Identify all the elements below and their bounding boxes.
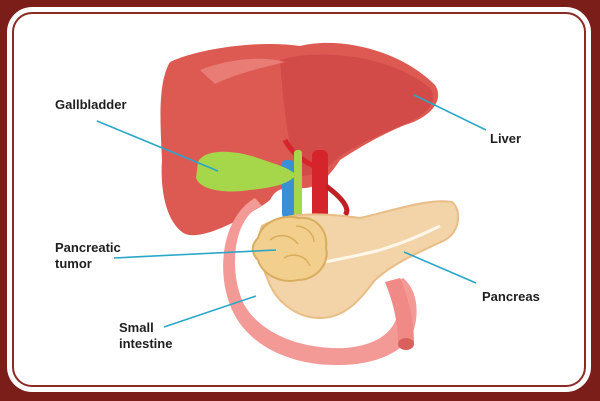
liver-label: Liver: [490, 131, 522, 146]
intestine-opening: [398, 338, 414, 350]
bile-duct: [294, 150, 302, 220]
liver-highlight: [200, 58, 285, 84]
tumor-leader: [113, 249, 277, 259]
gallbladder-label: Gallbladder: [55, 97, 127, 112]
card-border: [12, 12, 586, 387]
pancreas-label: Pancreas: [482, 289, 540, 304]
pancreatic-tumor-label: Pancreatic tumor: [55, 240, 121, 271]
pancreas-leader: [403, 251, 477, 284]
small-intestine: [223, 198, 417, 366]
artery-branch-2: [324, 183, 350, 217]
liver-right-lobe: [280, 54, 434, 176]
small-intestine-label: Small intestine: [119, 320, 173, 351]
intestine-end: [385, 278, 414, 350]
intestine-leader: [163, 295, 257, 328]
tumor-texture: [269, 225, 315, 267]
gallbladder: [196, 151, 296, 192]
liver-leader: [413, 94, 487, 131]
gallbladder-leader: [96, 120, 219, 172]
pancreatic-tumor: [251, 216, 328, 282]
aorta: [312, 150, 328, 230]
